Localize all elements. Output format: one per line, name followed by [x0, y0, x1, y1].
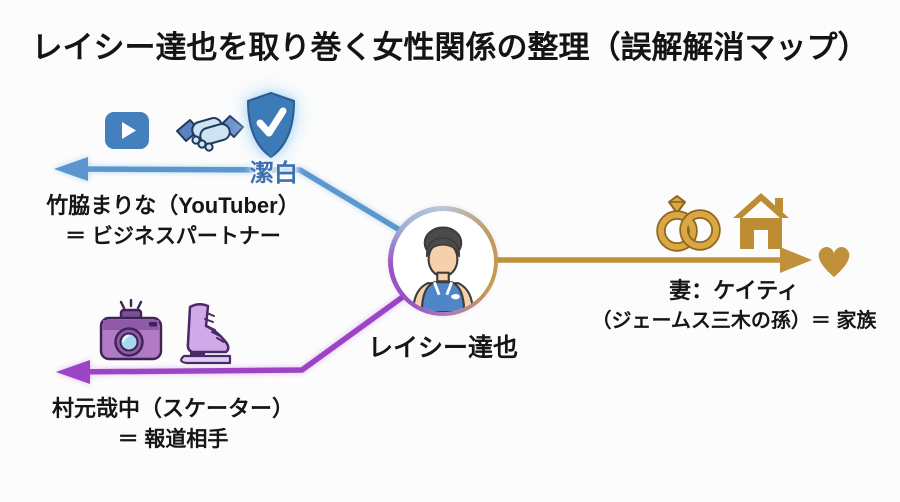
- youtuber-name: 竹脇まりな（YouTuber）: [46, 193, 300, 218]
- skater-arrow: [56, 293, 407, 384]
- ice-skate-icon: [172, 300, 240, 373]
- wife-relation: （ジェームス三木の孫）＝ 家族: [591, 309, 877, 332]
- avatar: [392, 210, 494, 312]
- page-title: レイシー達也を取り巻く女性関係の整理（誤解解消マップ）: [31, 30, 869, 65]
- heart-icon: [814, 242, 854, 285]
- innocence-badge: 潔白: [250, 160, 298, 187]
- wife-arrow: [493, 247, 812, 273]
- wife-name: 妻：ケイティ: [669, 278, 799, 303]
- center-node-label: レイシー達也: [367, 334, 518, 362]
- handshake-icon: [175, 107, 245, 164]
- youtube-icon: [104, 111, 150, 155]
- skater-name: 村元哉中（スケーター）: [51, 396, 294, 421]
- center-node: [388, 206, 498, 316]
- shield-check-icon: [243, 90, 299, 167]
- youtuber-relation: ＝ ビジネスパートナー: [65, 224, 281, 248]
- wedding-rings-icon: [650, 192, 728, 259]
- house-icon: [732, 191, 790, 258]
- camera-icon: [97, 298, 165, 368]
- youtuber-label: 竹脇まりな（YouTuber） ＝ ビジネスパートナー: [8, 190, 338, 252]
- skater-label: 村元哉中（スケーター） ＝ 報道相手: [8, 393, 338, 455]
- skater-relation: ＝ 報道相手: [117, 427, 229, 451]
- wife-label: 妻：ケイティ （ジェームス三木の孫）＝ 家族: [556, 275, 900, 336]
- youtuber-arrow: [54, 157, 401, 232]
